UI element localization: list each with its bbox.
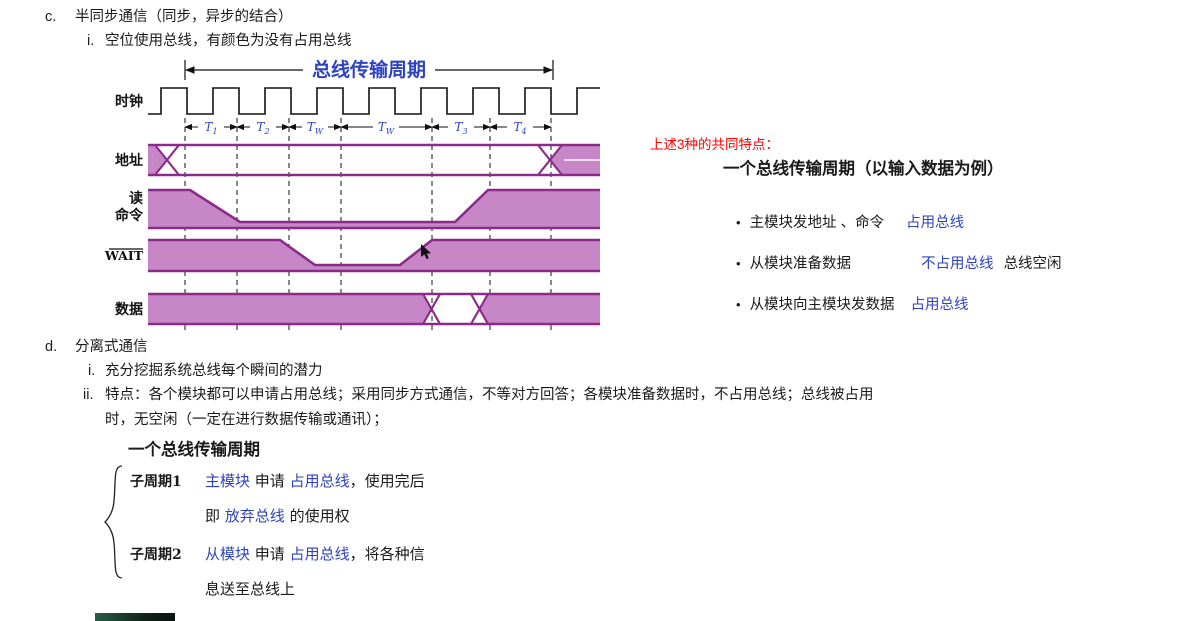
outline-item-d-i-text: 充分挖掘系统总线每个瞬间的潜力: [105, 363, 323, 379]
subcycle-2-blue-1: 从模块: [205, 545, 251, 563]
outline-item-d-ii-line1: 特点：各个模块都可以申请占用总线；采用同步方式通信，不等对方回答；各模块准备数据…: [105, 387, 874, 403]
subcycle-1-l2-black-1: 即: [205, 507, 225, 525]
bullet-2-blue-text: 不占用总线: [921, 256, 994, 272]
subcycle-2-l2-black-1: 息送至总线上: [205, 580, 296, 598]
subcycle-1-blue-2: 占用总线: [289, 472, 350, 490]
bullet-dot: •: [736, 215, 741, 230]
subcycle-1-black-2: ，使用完后: [349, 472, 425, 490]
t-label-2: T2: [256, 120, 269, 136]
bullet-item-2: • 从模块准备数据 不占用总线 总线空闲: [736, 252, 1062, 273]
outline-item-d-text: 分离式通信: [75, 339, 148, 355]
right-panel-red-note: 上述3种的共同特点：: [650, 137, 780, 152]
subcycle-1-black-1: 申请: [250, 472, 290, 490]
signal-label-wait: WAIT: [104, 248, 144, 263]
bullet-2-tail-text: 总线空闲: [1003, 256, 1062, 272]
subcycle-1-label: 子周期1: [130, 474, 182, 490]
subcycle-2-black-1: 申请: [250, 545, 290, 563]
list-marker-d: d.: [45, 339, 58, 355]
subcycle-2-line-1: 从模块 申请 占用总线，将各种信: [205, 543, 425, 564]
clock-waveform: [148, 87, 600, 115]
mouse-cursor: [421, 244, 431, 260]
bullet-dot: •: [736, 297, 741, 312]
subcycle-2-black-2: ，将各种信: [349, 545, 425, 563]
outline-item-c-i-text: 空位使用总线，有颜色为没有占用总线: [105, 33, 352, 49]
list-marker-c-i: i.: [87, 33, 95, 49]
bullet-3-blue-text: 占用总线: [910, 297, 969, 313]
bullet-item-1: • 主模块发地址 、命令 占用总线: [736, 211, 964, 232]
bullet-2-black-text: 从模块准备数据: [749, 256, 852, 272]
wait-waveform: [148, 238, 600, 273]
subcycle-1-l2-blue-1: 放弃总线: [224, 507, 285, 525]
timing-diagram: 总线传输周期 T1 T2 TW TW T3 T4: [104, 58, 600, 332]
signal-label-read-2: 命令: [114, 207, 144, 224]
t-label-1: T1: [204, 120, 217, 136]
bullet-1-black-text: 主模块发地址 、命令: [749, 215, 885, 231]
t-label-3: TW: [307, 120, 324, 136]
bullet-1-blue-text: 占用总线: [906, 215, 965, 231]
data-waveform: [148, 292, 600, 326]
outline-item-d-ii-line2: 时，无空闲（一定在进行数据传输或通讯）；: [105, 412, 388, 428]
signal-label-read-1: 读: [129, 190, 143, 207]
list-marker-d-i: i.: [88, 363, 96, 379]
cycle-heading: 一个总线传输周期: [128, 440, 260, 459]
subcycle-1-blue-1: 主模块: [205, 472, 251, 490]
t-label-4: TW: [378, 120, 395, 136]
subcycle-1-line-2: 即 放弃总线 的使用权: [205, 505, 350, 526]
subcycle-2-label: 子周期2: [130, 547, 182, 563]
address-waveform: [148, 143, 600, 177]
bullet-item-3: • 从模块向主模块发数据 占用总线: [736, 293, 969, 314]
right-panel-heading: 一个总线传输周期（以输入数据为例）: [723, 160, 1004, 178]
signal-label-clock: 时钟: [115, 93, 143, 110]
signal-label-data: 数据: [115, 301, 143, 318]
subcycle-1-line-1: 主模块 申请 占用总线，使用完后: [205, 470, 425, 491]
subcycle-2-blue-2: 占用总线: [289, 545, 350, 563]
bullet-3-black-text: 从模块向主模块发数据: [749, 297, 895, 313]
signal-label-address: 地址: [115, 152, 143, 169]
list-marker-c: c.: [45, 9, 57, 25]
t-label-5: T3: [454, 120, 467, 136]
subcycle-1-l2-black-2: 的使用权: [284, 507, 350, 525]
title-span-arrow: [184, 60, 554, 80]
outline-item-c-text: 半同步通信（同步，异步的结合）: [75, 9, 293, 25]
curly-brace: [104, 465, 123, 579]
list-marker-d-ii: ii.: [83, 387, 94, 403]
subcycle-2-line-2: 息送至总线上: [205, 578, 295, 599]
t-label-6: T4: [513, 120, 526, 136]
bottom-dark-strip: [95, 613, 175, 621]
bullet-dot: •: [736, 256, 741, 271]
diagram-title: 总线传输周期: [312, 58, 426, 81]
read-cmd-waveform: [148, 188, 600, 230]
